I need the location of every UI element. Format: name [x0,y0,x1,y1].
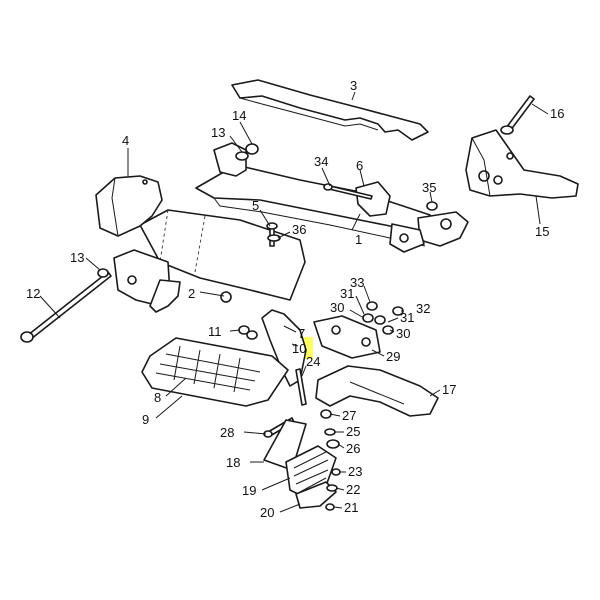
left-mount-bracket [113,249,181,313]
label-8: 8 [154,390,161,405]
label-9: 9 [142,412,149,427]
part-25-washer [324,428,336,436]
part-8-9-footboard [141,337,289,407]
label-35: 35 [422,180,436,195]
part-27-washer [320,409,332,419]
label-11: 11 [208,324,222,339]
label-32: 32 [416,301,430,316]
part-30-31-33-hardware [362,301,404,335]
part-12-long-bolt [20,271,112,343]
label-17: 17 [442,382,456,397]
label-31-right: 31 [400,310,414,325]
label-29: 29 [386,349,400,364]
label-19: 19 [242,483,256,498]
part-24-bolt [295,368,307,406]
label-31-left: 31 [340,286,354,301]
label-15: 15 [535,224,549,239]
label-18: 18 [226,455,240,470]
label-2: 2 [188,286,195,301]
label-23: 23 [348,464,362,479]
label-13-left: 13 [70,250,84,265]
part-4-front-housing [95,175,163,237]
leader-lines [39,91,549,513]
part-14-bolt [245,143,259,155]
label-27: 27 [342,408,356,423]
part-36-washer [267,234,281,242]
part-3-cover-plate [231,79,429,141]
part-26-nut [326,439,340,449]
part-13-nut-top [235,151,249,161]
part-15-rear-bracket [465,129,579,199]
label-30-right: 30 [396,326,410,341]
label-14: 14 [232,108,246,123]
part-17-pedal-arm [315,365,439,417]
part-29-link-plate [313,315,381,359]
part-11-bolts [238,325,258,340]
label-21: 21 [344,500,358,515]
label-20: 20 [260,505,274,520]
label-13-top: 13 [211,125,225,140]
label-28: 28 [220,425,234,440]
label-4: 4 [122,133,129,148]
part-13-washer-left [97,268,109,278]
label-10: 10 [292,341,306,356]
center-hanger-bracket [220,291,307,387]
part-20-pedal-base [295,481,337,509]
label-24: 24 [306,354,320,369]
label-22: 22 [346,482,360,497]
label-34: 34 [314,154,328,169]
label-30-left: 30 [330,300,344,315]
label-6: 6 [356,158,363,173]
part-2-lower-tube [139,209,306,301]
label-33: 33 [350,275,364,290]
label-26: 26 [346,441,360,456]
label-3: 3 [350,78,357,93]
label-12: 12 [26,286,40,301]
part-1-frame-rail [195,142,469,253]
label-16: 16 [550,106,564,121]
part-22-washer [326,484,338,492]
part-6-bracket [355,181,391,217]
part-23-spring [331,468,341,476]
label-5: 5 [252,198,259,213]
label-36: 36 [292,222,306,237]
callout-labels: 1 2 3 4 5 6 7 8 9 10 11 12 13 13 14 15 1… [26,78,564,520]
part-35-nut [426,201,438,211]
part-21-screw [325,503,335,511]
label-25: 25 [346,424,360,439]
label-1: 1 [355,232,362,247]
label-7: 7 [298,326,305,341]
part-16-pin [500,95,535,135]
